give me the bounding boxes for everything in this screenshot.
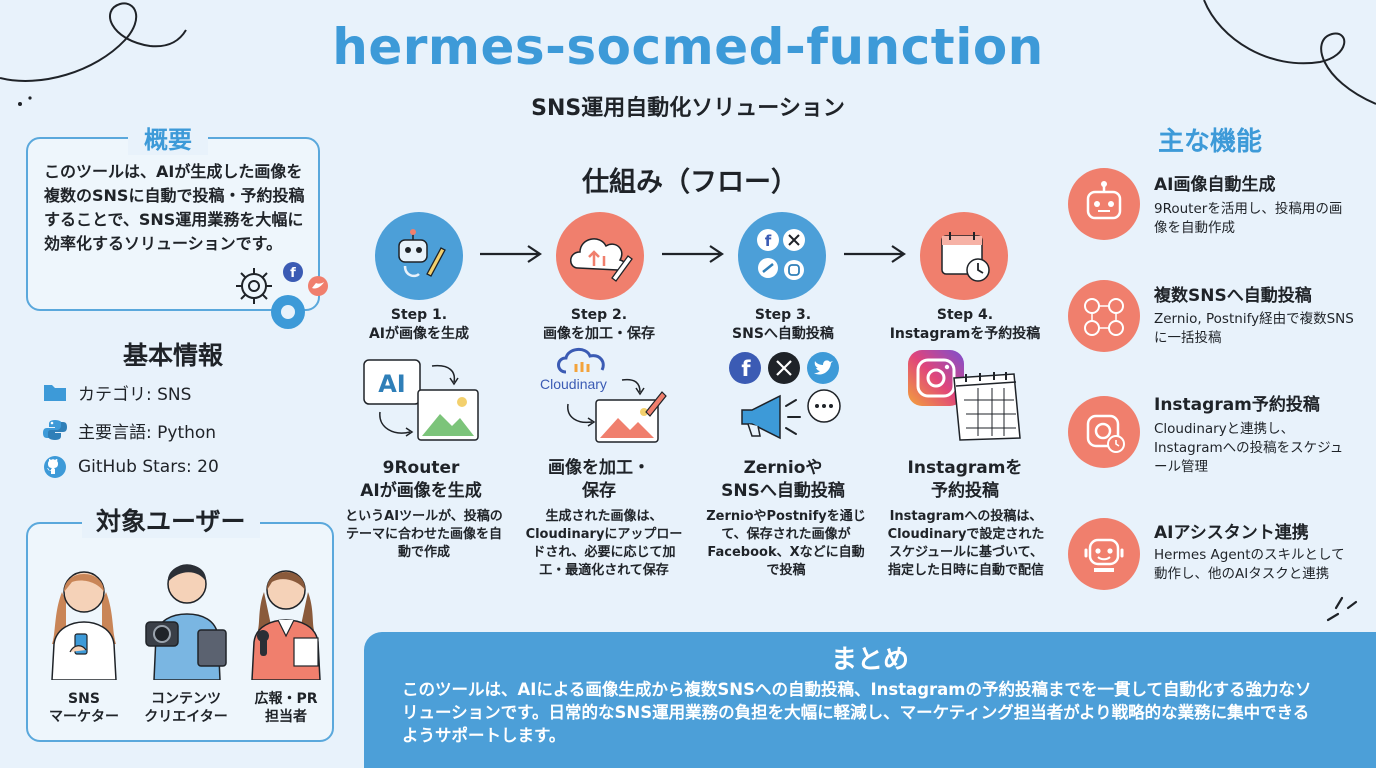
features-heading: 主な機能: [1157, 127, 1262, 157]
robot-icon: [1086, 181, 1122, 220]
twitter-bird-icon: [807, 352, 839, 384]
user-pr-staff: 広報・PR 担当者: [254, 691, 318, 725]
feature-ai-image-desc: 9Routerを活用し、投稿用の画像を自動作成: [1154, 201, 1343, 236]
sns-network-icon: [1084, 298, 1124, 336]
sub-title: SNS運用自動化ソリューション: [531, 96, 845, 121]
step1-heading: 9Router AIが画像を生成: [360, 458, 482, 501]
instagram-clock-icon: [1086, 414, 1125, 453]
ai-image-generation-illustration: AI: [363, 359, 479, 441]
feature-ai-image-circle: [1068, 168, 1140, 240]
info-language: 主要言語: Python: [78, 422, 217, 443]
step4-heading: Instagramを 予約投稿: [907, 458, 1023, 501]
image-edit-illustration: [567, 378, 667, 443]
cloud-upload-icon: [570, 238, 633, 282]
folder-icon: [44, 385, 66, 401]
x-icon: [768, 352, 800, 384]
svg-text:f: f: [290, 266, 296, 281]
summary-text: このツールは、AIによる画像生成から複数SNSへの自動投稿、Instagramの…: [402, 680, 1312, 745]
feature-assistant-title: AIアシスタント連携: [1154, 523, 1309, 543]
overview-text: このツールは、AIが生成した画像を複数のSNSに自動で投稿・予約投稿することで、…: [44, 162, 305, 253]
flow-arrow-2: [662, 245, 724, 263]
instagram-calendar-illustration: [908, 350, 1021, 441]
assistant-icon: [1084, 538, 1124, 572]
flow-arrow-3: [844, 245, 906, 263]
feature-instagram-desc: Cloudinaryと連携し、Instagramへの投稿をスケジュール管理: [1154, 421, 1344, 475]
calendar-clock-icon: [941, 232, 990, 282]
cloudinary-brand-label: Cloudinary: [540, 376, 607, 392]
decorative-swirl-top-left: [0, 2, 187, 82]
main-title: hermes-socmed-function: [332, 18, 1044, 76]
overview-heading: 概要: [128, 120, 208, 155]
info-language-row: 主要言語: Python: [42, 417, 216, 443]
step4-circle: [920, 212, 1008, 300]
more-options-icon: [807, 389, 841, 423]
step3-circle: f: [738, 212, 826, 300]
sns-marketer-illustration: [51, 571, 117, 680]
info-stars-row: GitHub Stars: 20: [42, 454, 219, 480]
robot-paintbrush-icon: [398, 229, 446, 278]
feature-assistant-desc: Hermes Agentのスキルとして動作し、他のAIタスクと連携: [1154, 547, 1345, 582]
step1-desc: というAIツールが、投稿のテーマに合わせた画像を自動で作成: [345, 509, 503, 560]
sns-logos-icon: f: [757, 229, 805, 280]
step2-heading: 画像を加工・ 保存: [548, 458, 650, 501]
info-category: カテゴリ: SNS: [78, 384, 192, 405]
info-category-row: カテゴリ: SNS: [42, 379, 191, 405]
feature-assistant-circle: [1068, 518, 1140, 590]
feature-instagram-circle: [1068, 396, 1140, 468]
step4-label: Step 4. Instagramを予約投稿: [889, 307, 1041, 342]
facebook-icon: f: [729, 352, 761, 384]
github-icon: [44, 456, 66, 478]
feature-multi-sns-circle: [1068, 280, 1140, 352]
pr-staff-illustration: [251, 570, 321, 680]
decorative-sparkle-left: [18, 96, 32, 106]
basic-info-heading: 基本情報: [122, 341, 223, 370]
step4-desc: Instagramへの投稿は、Cloudinaryで設定されたスケジュールに基づ…: [887, 509, 1045, 578]
svg-text:f: f: [741, 357, 751, 381]
step2-desc: 生成された画像は、Cloudinaryにアップロードされ、必要に応じて加工・最適…: [525, 509, 683, 578]
svg-text:AI: AI: [378, 370, 406, 398]
feature-instagram-title: Instagram予約投稿: [1154, 395, 1320, 415]
summary-heading: まとめ: [830, 645, 909, 675]
feature-ai-image-title: AI画像自動生成: [1154, 175, 1276, 195]
decorative-swirl-top-right: [1203, 0, 1376, 105]
user-content-creator: コンテンツ クリエイター: [144, 691, 228, 725]
feature-multi-sns-title: 複数SNSへ自動投稿: [1154, 286, 1312, 306]
step3-label: Step 3. SNSへ自動投稿: [732, 307, 834, 342]
megaphone-icon: [741, 394, 801, 440]
gears-social-icon: f: [236, 262, 328, 329]
python-icon: [43, 420, 67, 440]
user-sns-marketer: SNS マーケター: [49, 691, 119, 725]
overview-box: [26, 137, 320, 311]
step2-label: Step 2. 画像を加工・保存: [543, 307, 655, 342]
step2-circle: [556, 212, 644, 300]
flow-heading: 仕組み（フロー）: [582, 167, 798, 198]
feature-multi-sns-desc: Zernio, Postnify経由で複数SNSに一括投稿: [1154, 311, 1354, 346]
step3-desc: ZernioやPostnifyを通じて、保存された画像がFacebook、Xなど…: [706, 509, 866, 578]
cloudinary-logo-icon: [557, 348, 605, 374]
content-creator-illustration: [145, 564, 227, 680]
step1-label: Step 1. AIが画像を生成: [368, 307, 470, 342]
step3-heading: Zernioや SNSへ自動投稿: [721, 458, 845, 501]
svg-text:f: f: [765, 232, 772, 250]
target-users-heading: 対象ユーザー: [82, 502, 260, 538]
step1-circle: [375, 212, 463, 300]
flow-arrow-1: [480, 245, 542, 263]
info-stars: GitHub Stars: 20: [78, 457, 219, 477]
summary-box: [364, 632, 1376, 768]
decorative-sparkle-right: [1326, 596, 1358, 622]
